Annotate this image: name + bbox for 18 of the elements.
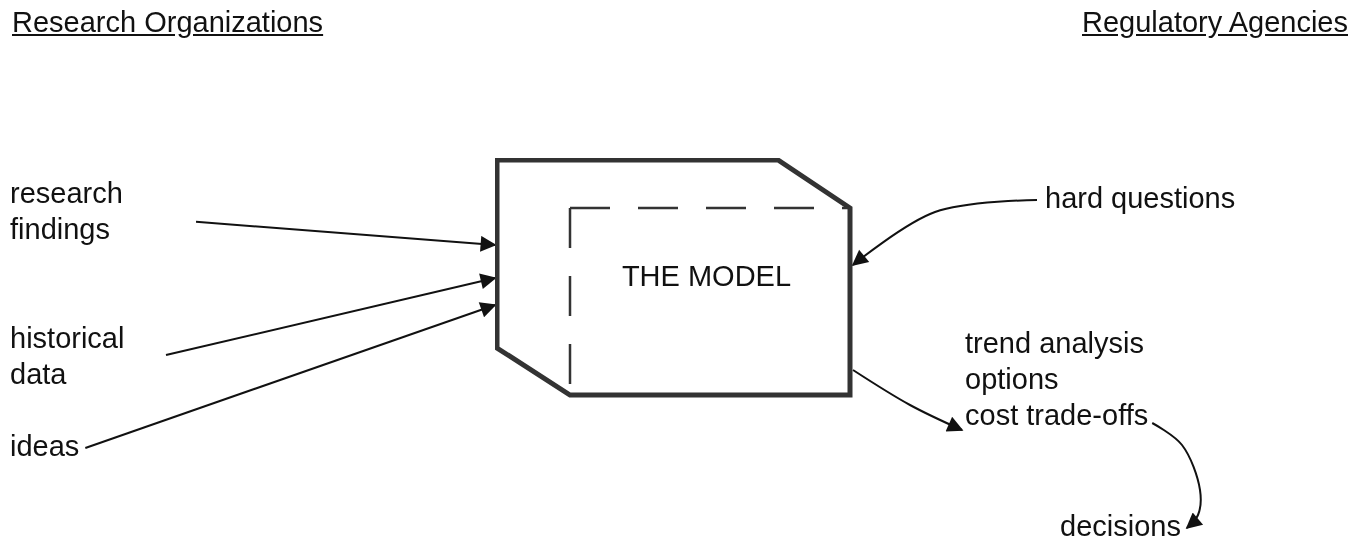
node-label: trend analysis [965,326,1144,361]
node-label: decisions [1060,509,1181,544]
heading: Regulatory Agencies [1082,6,1348,39]
arrow [852,369,964,432]
node-label: options [965,362,1059,397]
node-label: research findings [10,176,124,247]
node-label: cost trade-offs [965,398,1149,433]
arrow [165,273,497,356]
arrow [195,220,497,252]
arrow [84,302,497,449]
arrow [1151,422,1204,530]
arrow [851,199,1038,266]
node-label: ideas [10,429,80,464]
node-label: historical data [10,321,126,392]
node-label: hard questions [1045,181,1236,216]
node-label: THE MODEL [620,259,793,294]
cube-box [495,158,853,398]
heading: Research Organizations [12,6,324,39]
